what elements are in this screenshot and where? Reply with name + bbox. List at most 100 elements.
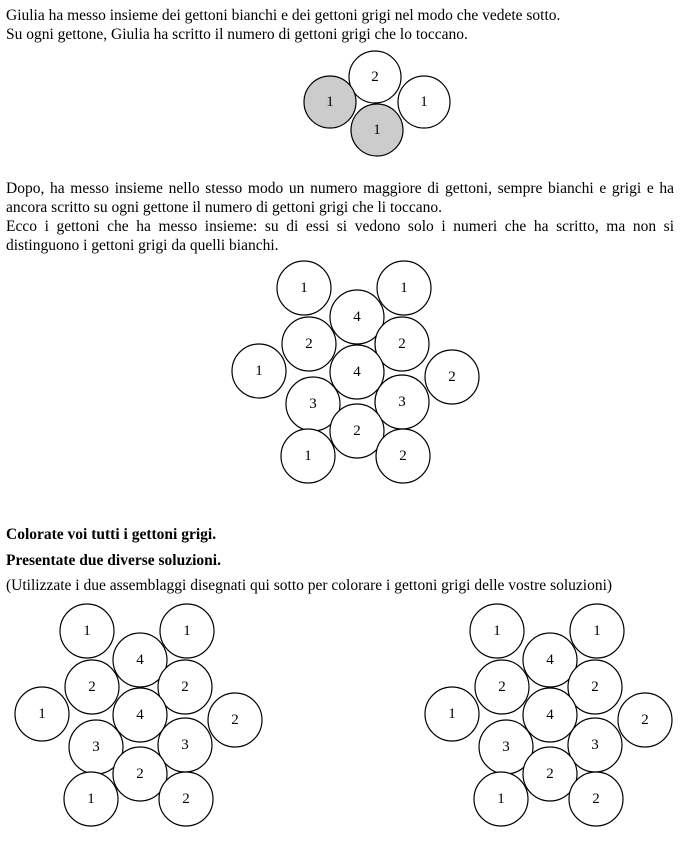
token-label: 1 — [255, 363, 263, 379]
token-label: 3 — [398, 394, 406, 410]
token[interactable]: 2 — [522, 746, 578, 802]
token[interactable]: 3 — [567, 717, 623, 773]
token[interactable]: 1 — [473, 771, 529, 827]
token-label: 4 — [546, 652, 554, 668]
token-label: 1 — [493, 623, 501, 639]
token-circle[interactable] — [522, 687, 578, 743]
token[interactable]: 2 — [568, 771, 624, 827]
token-circle[interactable] — [522, 632, 578, 688]
token-label: 3 — [92, 739, 100, 755]
token-circle — [348, 50, 402, 104]
token[interactable]: 2 — [207, 692, 263, 748]
token-label: 2 — [371, 69, 379, 85]
token-label: 3 — [309, 396, 317, 412]
token-label: 2 — [398, 336, 406, 352]
token-circle[interactable] — [112, 746, 168, 802]
token-circle[interactable] — [59, 603, 115, 659]
token-circle[interactable] — [64, 659, 120, 715]
token-circle[interactable] — [158, 771, 214, 827]
token-label: 2 — [399, 448, 407, 464]
token-label: 2 — [88, 679, 96, 695]
token-label: 4 — [353, 364, 361, 380]
token-label: 1 — [300, 280, 308, 296]
token[interactable]: 1 — [159, 603, 215, 659]
token[interactable]: 1 — [569, 603, 625, 659]
token-circle[interactable] — [207, 692, 263, 748]
token-label: 1 — [87, 791, 95, 807]
token-circle[interactable] — [157, 659, 213, 715]
instruction-two-solutions: Presentate due diverse soluzioni. — [6, 552, 221, 569]
token-circle[interactable] — [569, 603, 625, 659]
token: 2 — [374, 316, 430, 372]
token-circle[interactable] — [568, 771, 624, 827]
token-circle[interactable] — [567, 659, 623, 715]
token-circle — [397, 75, 451, 129]
token-circle[interactable] — [469, 603, 525, 659]
token-circle[interactable] — [424, 686, 480, 742]
token: 4 — [329, 344, 385, 400]
token[interactable]: 4 — [112, 687, 168, 743]
token-circle[interactable] — [473, 771, 529, 827]
token-label: 2 — [448, 369, 456, 385]
token-label: 4 — [136, 707, 144, 723]
token-label: 1 — [593, 623, 601, 639]
token-circle[interactable] — [63, 771, 119, 827]
token-label: 1 — [497, 791, 505, 807]
token[interactable]: 2 — [157, 659, 213, 715]
token-circle[interactable] — [112, 632, 168, 688]
token-label: 1 — [420, 94, 428, 110]
token-label: 2 — [591, 679, 599, 695]
token-circle — [350, 103, 404, 157]
token[interactable]: 2 — [617, 692, 673, 748]
token[interactable]: 2 — [567, 659, 623, 715]
token[interactable]: 4 — [522, 632, 578, 688]
token-circle — [329, 344, 385, 400]
token[interactable]: 1 — [14, 686, 70, 742]
token-circle[interactable] — [112, 687, 168, 743]
intro-line-1: Giulia ha messo insieme dei gettoni bian… — [6, 7, 561, 24]
token-label: 1 — [304, 448, 312, 464]
token-label: 2 — [136, 766, 144, 782]
token-circle[interactable] — [617, 692, 673, 748]
token-circle — [376, 260, 432, 316]
token-circle — [231, 343, 287, 399]
token[interactable]: 4 — [112, 632, 168, 688]
token[interactable]: 4 — [522, 687, 578, 743]
token[interactable]: 2 — [64, 659, 120, 715]
token-circle[interactable] — [159, 603, 215, 659]
token-circle — [374, 316, 430, 372]
token: 2 — [424, 349, 480, 405]
token-label: 3 — [502, 739, 510, 755]
token-label: 4 — [353, 309, 361, 325]
middle-paragraph-2: Ecco i gettoni che ha messo insieme: su … — [6, 218, 674, 254]
token-circle[interactable] — [14, 686, 70, 742]
token-label: 3 — [591, 737, 599, 753]
token-label: 3 — [181, 737, 189, 753]
token[interactable]: 1 — [59, 603, 115, 659]
token: 1 — [303, 75, 357, 129]
token-circle — [375, 428, 431, 484]
token[interactable]: 1 — [424, 686, 480, 742]
token: 2 — [375, 428, 431, 484]
token-circle[interactable] — [474, 659, 530, 715]
middle-paragraph-1: Dopo, ha messo insieme nello stesso modo… — [6, 180, 674, 216]
token[interactable]: 2 — [158, 771, 214, 827]
token[interactable]: 2 — [474, 659, 530, 715]
token-label: 2 — [641, 712, 649, 728]
token-label: 1 — [326, 94, 334, 110]
token-label: 1 — [38, 706, 46, 722]
token[interactable]: 1 — [469, 603, 525, 659]
token-circle — [281, 316, 337, 372]
token-circle — [329, 289, 385, 345]
token: 1 — [376, 260, 432, 316]
token: 1 — [276, 260, 332, 316]
token-label: 1 — [400, 280, 408, 296]
token-label: 2 — [231, 712, 239, 728]
token-circle[interactable] — [522, 746, 578, 802]
token-circle — [424, 349, 480, 405]
token[interactable]: 1 — [63, 771, 119, 827]
token[interactable]: 2 — [112, 746, 168, 802]
